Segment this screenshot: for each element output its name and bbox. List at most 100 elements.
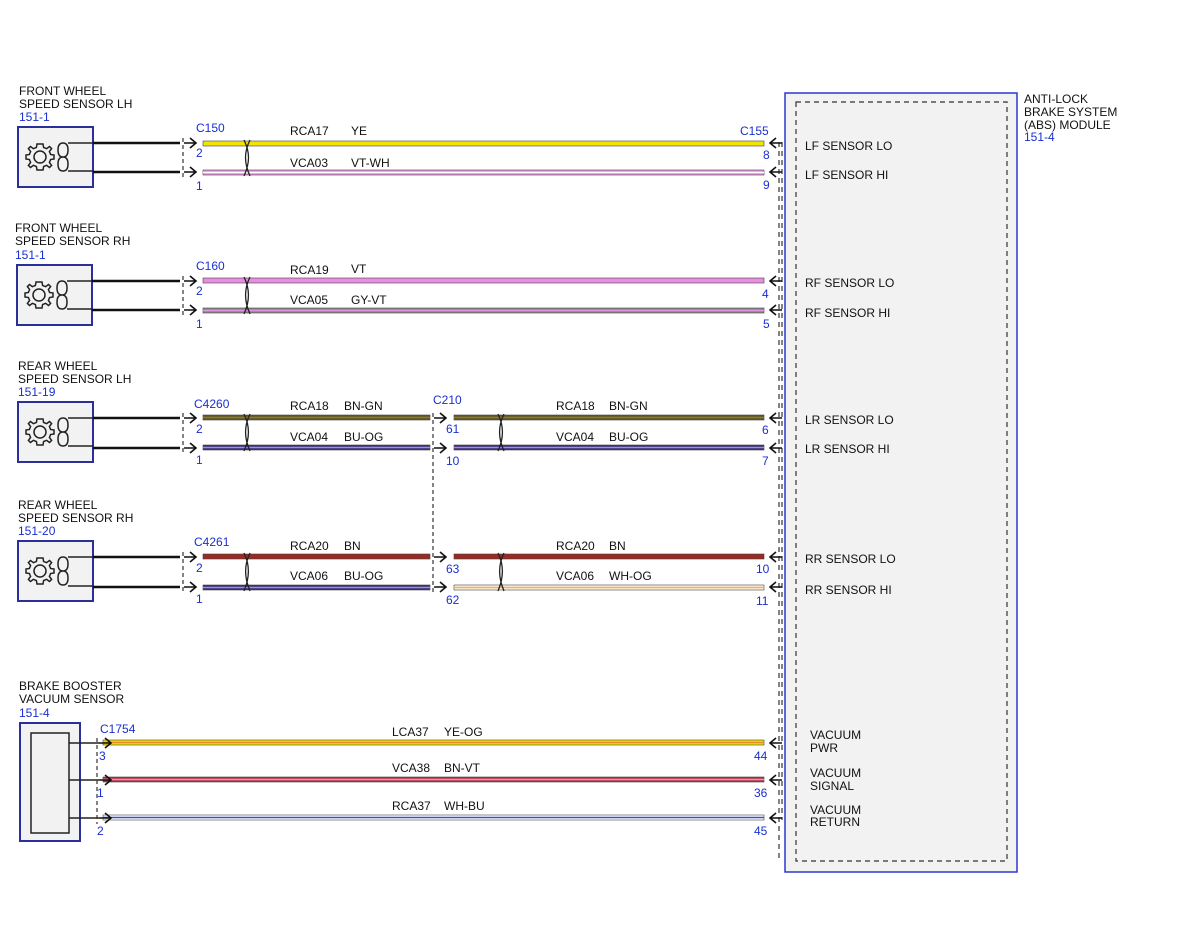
circuit-vca04: VCA04 BU-OG VCA04 BU-OG 1 10 7 LR SENSOR… — [196, 430, 890, 468]
pin-from: 1 — [196, 592, 203, 606]
pin-to: 44 — [754, 749, 768, 763]
module-pin-label: RR SENSOR LO — [805, 552, 896, 566]
circuit-number: VCA05 — [290, 293, 328, 307]
module-pin-label: LR SENSOR LO — [805, 413, 894, 427]
pin-to: 5 — [763, 317, 770, 331]
pin-to: 6 — [762, 423, 769, 437]
connector-arrow-right-icon — [434, 412, 448, 424]
sensor-housing — [17, 401, 94, 463]
wire-color-code: YE — [351, 124, 367, 138]
connector-arrow-right-icon — [434, 442, 448, 454]
twisted-pair-icon — [243, 139, 251, 177]
wire-rca19 — [202, 277, 765, 284]
pin-from: 2 — [196, 561, 203, 575]
connector-arrow-left-icon — [768, 412, 782, 424]
circuit-number-b: VCA06 — [556, 569, 594, 583]
connector-arrow-right-icon — [184, 412, 198, 424]
connector-c155-label: C155 — [740, 124, 769, 138]
wire-color-code: VT-WH — [351, 156, 390, 170]
wire-color-code: BN-VT — [444, 761, 481, 775]
module-pin-label: LF SENSOR LO — [805, 139, 892, 153]
connector-arrow-left-icon — [768, 166, 782, 178]
connector-arrow-right-icon — [184, 551, 198, 563]
sensor-housing — [16, 264, 93, 326]
connector-arrow-left-icon — [768, 812, 782, 824]
wire-rca20-b — [453, 553, 765, 560]
pin-to: 4 — [762, 287, 769, 301]
component-ref: 151-20 — [18, 524, 56, 538]
sensor-lead-wires — [92, 141, 180, 589]
component-name-line-2: SPEED SENSOR LH — [18, 372, 131, 386]
connector-arrow-right-icon — [184, 166, 198, 178]
pin-from: 2 — [97, 824, 104, 838]
circuit-rca18: RCA18 BN-GN RCA18 BN-GN 2 61 6 LR SENSOR… — [196, 399, 894, 437]
connector-arrow-left-icon — [768, 581, 782, 593]
component-name-line-2: SPEED SENSOR RH — [15, 234, 130, 248]
component-ref: 151-19 — [18, 385, 56, 399]
connector-arrow-right-icon — [184, 581, 198, 593]
circuit-number-b: RCA18 — [556, 399, 595, 413]
wire-color-code-a: BU-OG — [344, 569, 383, 583]
pin-from: 1 — [196, 453, 203, 467]
pin-from: 2 — [196, 284, 203, 298]
abs-title-line-2: BRAKE SYSTEM — [1024, 105, 1117, 119]
wire-color-code-b: BN — [609, 539, 626, 553]
pin-to: 8 — [763, 148, 770, 162]
wire-color-code-a: BU-OG — [344, 430, 383, 444]
component-ref: 151-4 — [19, 706, 50, 720]
connector-c4260-label: C4260 — [194, 397, 230, 411]
wire-rca17 — [202, 140, 765, 147]
module-pin-label: RR SENSOR HI — [805, 583, 892, 597]
abs-module-inner-outline — [795, 101, 1008, 862]
pin-from: 1 — [196, 179, 203, 193]
twisted-pair-icon — [497, 413, 505, 452]
vacuum-sensor-leads — [69, 742, 99, 819]
connector-arrow-left-icon — [768, 442, 782, 454]
abs-module-body — [784, 92, 1018, 873]
pin-mid: 62 — [446, 593, 460, 607]
connector-arrow-right-icon — [184, 304, 198, 316]
wire-color-code-a: BN — [344, 539, 361, 553]
module-pin-label: LR SENSOR HI — [805, 442, 890, 456]
connector-arrow-left-icon — [768, 275, 782, 287]
twisted-pair-markers — [243, 139, 505, 592]
circuit-number: RCA37 — [392, 799, 431, 813]
connector-arrow-right-icon — [99, 812, 113, 824]
module-pin-label-line-1: VACUUM — [810, 766, 861, 780]
circuit-lca37: LCA37 YE-OG 3 44 VACUUM PWR — [99, 725, 861, 763]
circuit-number-a: RCA18 — [290, 399, 329, 413]
brake-booster-vacuum-sensor: BRAKE BOOSTER VACUUM SENSOR 151-4 — [19, 679, 124, 842]
pin-to: 36 — [754, 786, 768, 800]
pin-from: 1 — [196, 317, 203, 331]
circuit-vca03: VCA03 VT-WH 1 9 LF SENSOR HI — [196, 156, 888, 193]
abs-module — [784, 92, 1018, 873]
abs-module-ref: 151-4 — [1024, 130, 1055, 144]
sensor-housing — [17, 126, 94, 188]
connector-arrow-left-icon — [768, 304, 782, 316]
connector-arrow-right-icon — [434, 581, 448, 593]
connector-arrow-left-icon — [768, 737, 782, 749]
wire-color-code: VT — [351, 262, 367, 276]
component-name-line-2: SPEED SENSOR LH — [19, 97, 132, 111]
sensor-housing — [19, 722, 81, 842]
pin-to: 11 — [756, 594, 769, 608]
connector-arrow-right-icon — [99, 774, 113, 786]
pin-mid: 61 — [446, 422, 460, 436]
circuit-vca05: VCA05 GY-VT 1 5 RF SENSOR HI — [196, 293, 890, 331]
connector-c150-label: C150 — [196, 121, 225, 135]
connector-arrow-right-icon — [184, 442, 198, 454]
abs-title-line-1: ANTI-LOCK — [1024, 92, 1088, 106]
pin-to: 7 — [762, 454, 769, 468]
module-pin-label-line-1: VACUUM — [810, 728, 861, 742]
pin-to: 9 — [763, 178, 770, 192]
connector-c4261-label: C4261 — [194, 535, 230, 549]
wire-rca20-a — [202, 553, 431, 560]
module-pin-label-line-2: RETURN — [810, 815, 860, 829]
connector-c1754-label: C1754 — [100, 722, 136, 736]
connector-arrow-left-icon — [768, 137, 782, 149]
connector-arrow-right-icon — [99, 737, 113, 749]
component-name-line-2: VACUUM SENSOR — [19, 692, 124, 706]
component-name-line-1: REAR WHEEL — [18, 359, 98, 373]
wire-color-code-a: BN-GN — [344, 399, 383, 413]
